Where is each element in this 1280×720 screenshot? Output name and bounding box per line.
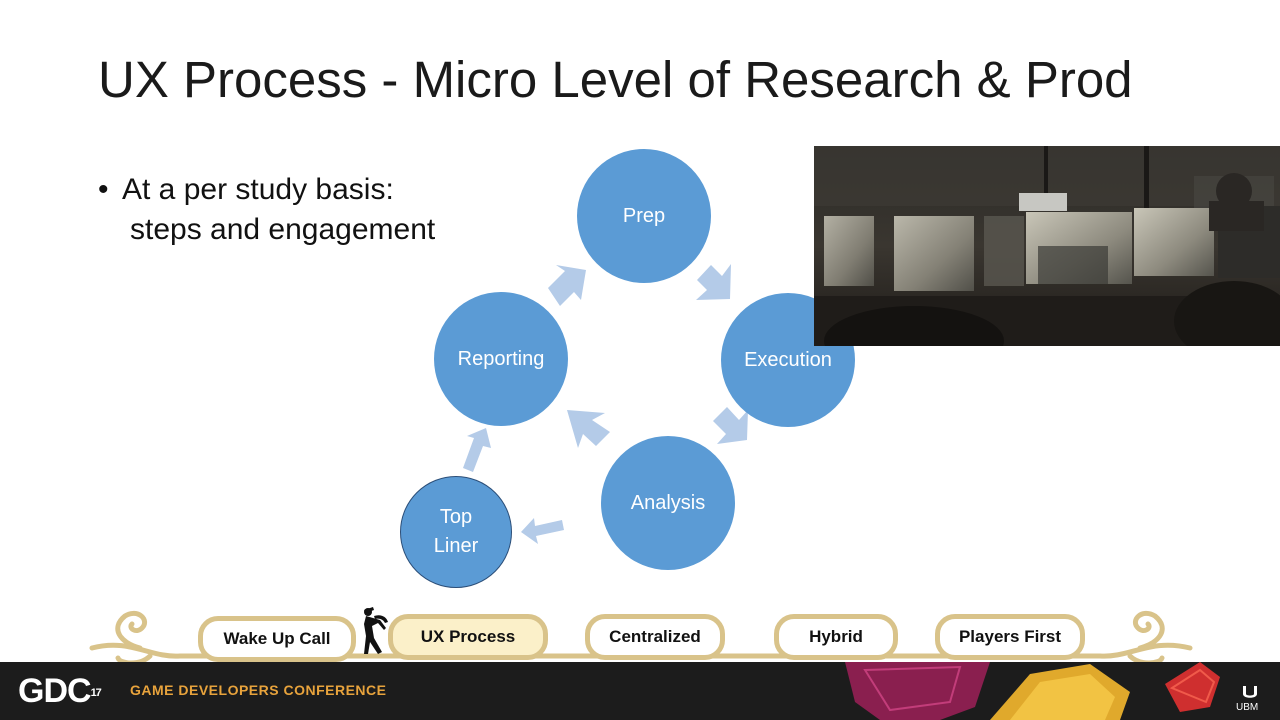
arrow-analysis-to-topliner <box>521 518 564 544</box>
nav-players-first[interactable]: Players First <box>935 614 1085 660</box>
gdc-logo-text: GDC <box>18 672 92 710</box>
arrow-execution-to-analysis <box>713 407 748 444</box>
arrow-reporting-to-prep <box>548 265 586 306</box>
arrow-topliner-to-reporting <box>463 428 491 472</box>
slide-title: UX Process - Micro Level of Research & P… <box>98 51 1133 108</box>
bullet-text: • At a per study basis: steps and engagem… <box>98 170 435 250</box>
cycle-step-top-liner: Top Liner <box>400 476 512 588</box>
dancer-icon <box>364 607 388 654</box>
nav-ux-process[interactable]: UX Process <box>388 614 548 660</box>
footer-bar: GDC17 GAME DEVELOPERS CONFERENCE UBM <box>0 662 1280 720</box>
footer-decoration <box>845 662 1220 720</box>
conference-name: GAME DEVELOPERS CONFERENCE <box>130 682 387 698</box>
cycle-step-reporting: Reporting <box>434 292 568 426</box>
bullet-line-1: At a per study basis: <box>122 173 394 206</box>
cycle-step-prep: Prep <box>577 149 711 283</box>
gdc-logo: GDC17 <box>18 672 102 711</box>
nav-centralized[interactable]: Centralized <box>585 614 725 660</box>
top-liner-line-1: Top <box>439 506 473 528</box>
top-liner-line-2: Liner <box>433 535 479 557</box>
gdc-logo-year: 17 <box>90 687 102 700</box>
sponsor-label: UBM <box>1236 702 1259 713</box>
arrow-prep-to-execution <box>696 264 731 300</box>
bullet-line-2: steps and engagement <box>130 213 436 246</box>
nav-wake-up-call[interactable]: Wake Up Call <box>198 616 356 662</box>
ubm-logo-icon <box>1243 686 1257 698</box>
arrow-analysis-to-reporting <box>567 410 610 448</box>
cycle-step-analysis: Analysis <box>601 436 735 570</box>
playtest-lab-photo <box>814 146 1280 346</box>
bullet-dot: • <box>98 173 109 206</box>
nav-hybrid[interactable]: Hybrid <box>774 614 898 660</box>
